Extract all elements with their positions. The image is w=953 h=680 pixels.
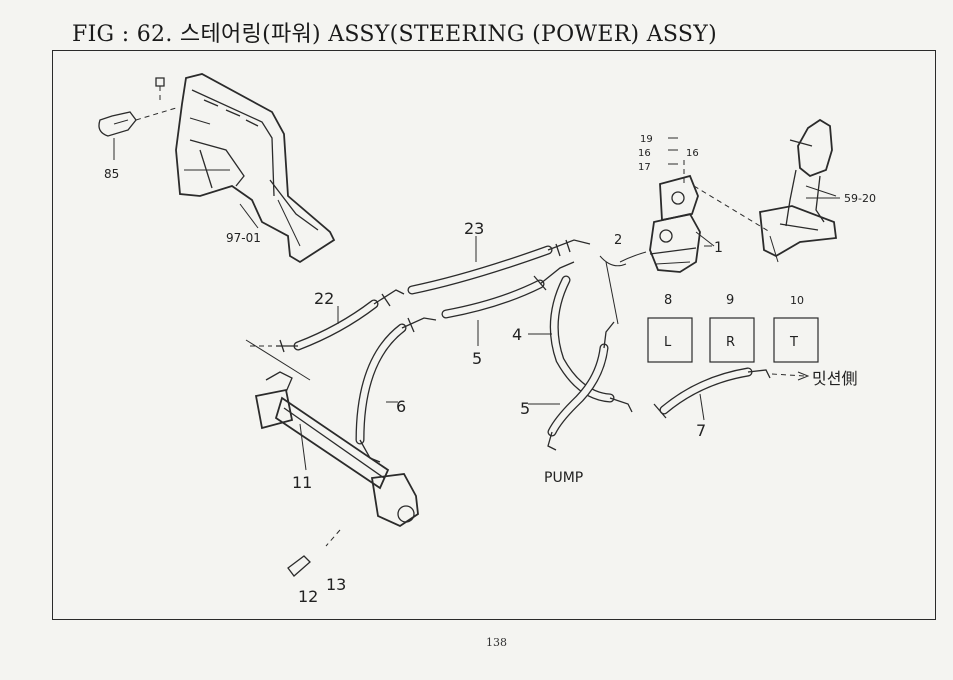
page-number: 138 bbox=[486, 636, 507, 649]
callout-9: 9 bbox=[726, 293, 734, 308]
steering-valve-unit bbox=[599, 137, 771, 273]
hose-23 bbox=[407, 239, 591, 295]
power-cylinder bbox=[254, 371, 419, 577]
callout-6: 6 bbox=[396, 397, 406, 416]
callout-13: 13 bbox=[326, 575, 346, 594]
callout-10: 10 bbox=[790, 294, 804, 307]
callout-8: 8 bbox=[664, 293, 672, 308]
callout-4: 4 bbox=[512, 325, 522, 344]
callout-97-01: 97-01 bbox=[226, 231, 261, 245]
hose-7 bbox=[653, 367, 810, 419]
callout-2: 2 bbox=[614, 233, 622, 248]
part-box-R bbox=[709, 317, 755, 363]
hose-5-upper bbox=[441, 261, 575, 319]
callout-1: 1 bbox=[714, 240, 723, 256]
figure-title: FIG : 62. 스테어링(파워) ASSY(STEERING (POWER)… bbox=[72, 22, 717, 47]
box-label-T: T bbox=[789, 335, 798, 350]
callout-22: 22 bbox=[314, 289, 334, 308]
callout-5-lower: 5 bbox=[520, 399, 530, 418]
callout-19: 19 bbox=[640, 134, 653, 145]
pump-label: PUMP bbox=[544, 470, 583, 486]
transmission-side-note: 밋션側 bbox=[812, 369, 857, 388]
callout-12: 12 bbox=[298, 587, 318, 606]
callout-5-upper: 5 bbox=[472, 349, 482, 368]
steering-column-bracket bbox=[759, 118, 838, 263]
leader-lines bbox=[239, 197, 840, 421]
hose-5-lower bbox=[547, 261, 619, 451]
callout-23: 23 bbox=[464, 219, 484, 238]
callout-59-20: 59-20 bbox=[844, 192, 876, 205]
diagram-frame bbox=[52, 50, 936, 620]
callout-11: 11 bbox=[292, 473, 312, 492]
hose-clip bbox=[98, 77, 177, 160]
hose-4 bbox=[549, 275, 633, 413]
callout-85: 85 bbox=[104, 167, 119, 181]
box-label-L: L bbox=[664, 335, 672, 350]
hose-6 bbox=[355, 317, 437, 463]
part-box-T bbox=[773, 317, 819, 363]
box-label-R: R bbox=[726, 335, 735, 350]
part-box-L bbox=[647, 317, 693, 363]
callout-17: 17 bbox=[638, 162, 651, 173]
hose-22 bbox=[245, 289, 405, 381]
bracket-assembly bbox=[175, 73, 336, 264]
callout-16-left: 16 bbox=[638, 148, 651, 159]
callout-16-right: 16 bbox=[686, 148, 699, 159]
callout-7: 7 bbox=[696, 421, 706, 440]
